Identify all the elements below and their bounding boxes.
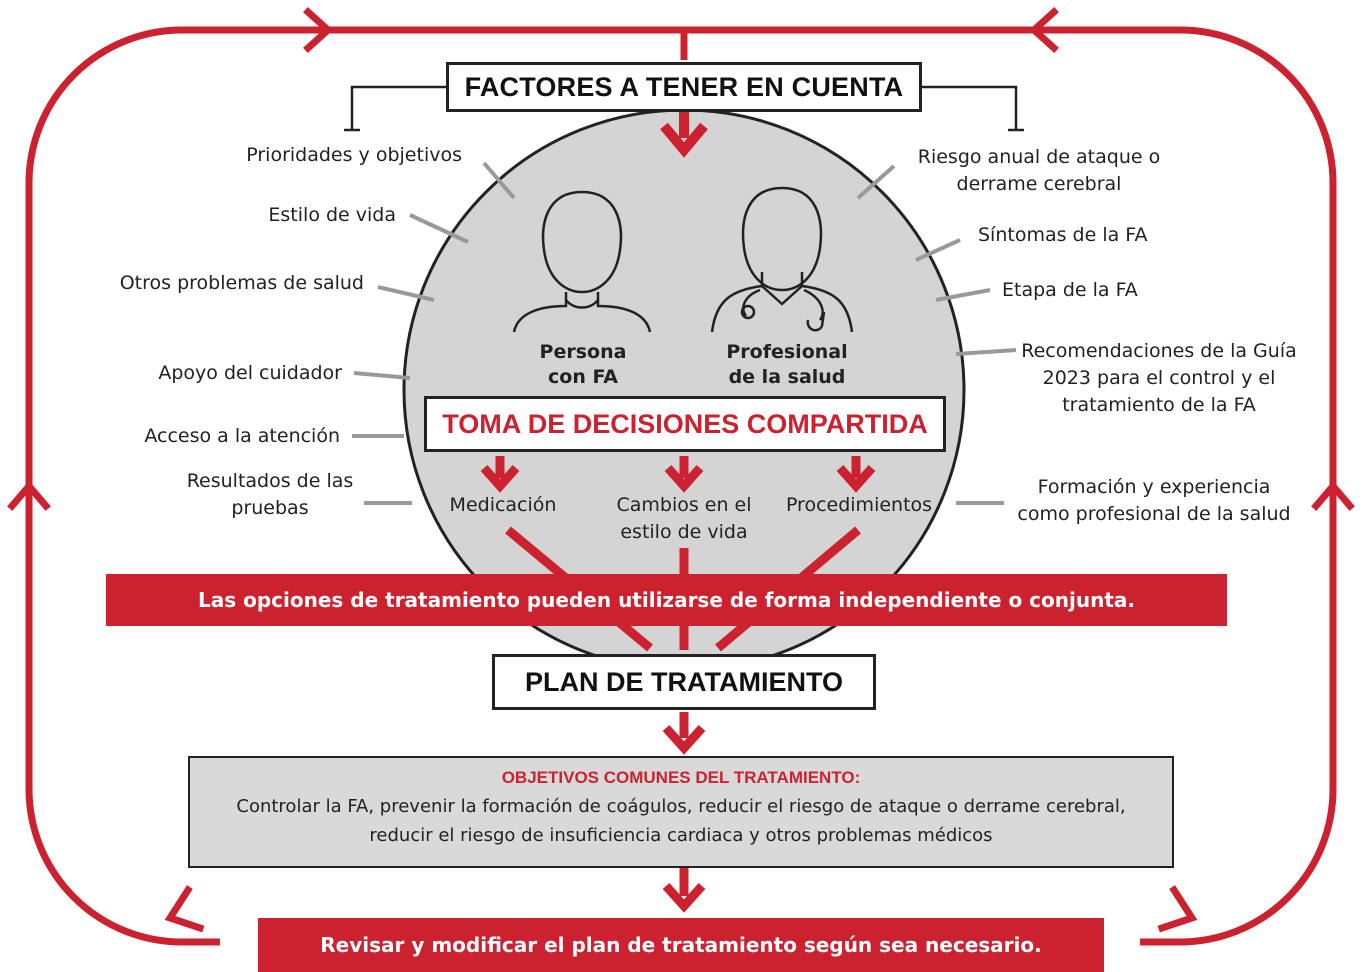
goals-title: OBJETIVOS COMUNES DEL TRATAMIENTO: [501, 768, 861, 787]
loop-arrow-right [1311, 480, 1355, 511]
loop-arrow-bottom-right [1157, 885, 1198, 933]
factor-symptoms: Síntomas de la FA [978, 224, 1148, 246]
goals-box: OBJETIVOS COMUNES DEL TRATAMIENTO: Contr… [188, 756, 1174, 868]
plan-box: PLAN DE TRATAMIENTO [492, 654, 876, 710]
review-banner: Revisar y modificar el plan de tratamien… [258, 918, 1104, 972]
factor-stage: Etapa de la FA [1002, 279, 1138, 301]
bracket-right [922, 85, 1018, 130]
option-procedures: Procedimientos [785, 494, 933, 516]
factor-other-health: Otros problemas de salud [119, 272, 364, 294]
factor-priorities: Prioridades y objetivos [246, 144, 462, 166]
factors-header: FACTORES A TENER EN CUENTA [446, 62, 922, 112]
factor-lifestyle: Estilo de vida [268, 204, 396, 226]
factor-access: Acceso a la atención [144, 425, 340, 447]
loop-arrow-top-left [303, 7, 334, 53]
factors-header-title: FACTORES A TENER EN CUENTA [464, 71, 904, 102]
factor-experience: Formación y experiencia como profesional… [1017, 476, 1291, 525]
factor-tests: Resultados de las pruebas [186, 470, 354, 519]
bracket-left [350, 85, 446, 130]
plan-title: PLAN DE TRATAMIENTO [525, 666, 843, 697]
goals-text: Controlar la FA, prevenir la formación d… [236, 796, 1126, 846]
options-banner-text: Las opciones de tratamiento pueden utili… [198, 588, 1135, 612]
shared-decision-box: TOMA DE DECISIONES COMPARTIDA [424, 396, 946, 452]
option-lifestyle-changes: Cambios en el estilo de vida [616, 494, 752, 543]
clinician-icon [710, 186, 854, 333]
factor-stroke-risk: Riesgo anual de ataque o derrame cerebra… [917, 146, 1161, 195]
patient-icon [512, 190, 652, 333]
options-banner: Las opciones de tratamiento pueden utili… [106, 574, 1227, 626]
loop-arrow-left [7, 480, 51, 511]
clinician-label: Profesional de la salud [726, 341, 848, 388]
review-banner-text: Revisar y modificar el plan de tratamien… [320, 933, 1042, 957]
option-medication: Medicación [449, 494, 557, 516]
shared-decision-title: TOMA DE DECISIONES COMPARTIDA [442, 408, 928, 439]
patient-label: Persona con FA [539, 341, 627, 388]
factor-caregiver: Apoyo del cuidador [158, 362, 342, 384]
factor-guideline: Recomendaciones de la Guía 2023 para el … [1021, 340, 1297, 416]
loop-arrow-top-right [1028, 7, 1059, 53]
loop-arrow-bottom-left [164, 885, 205, 933]
